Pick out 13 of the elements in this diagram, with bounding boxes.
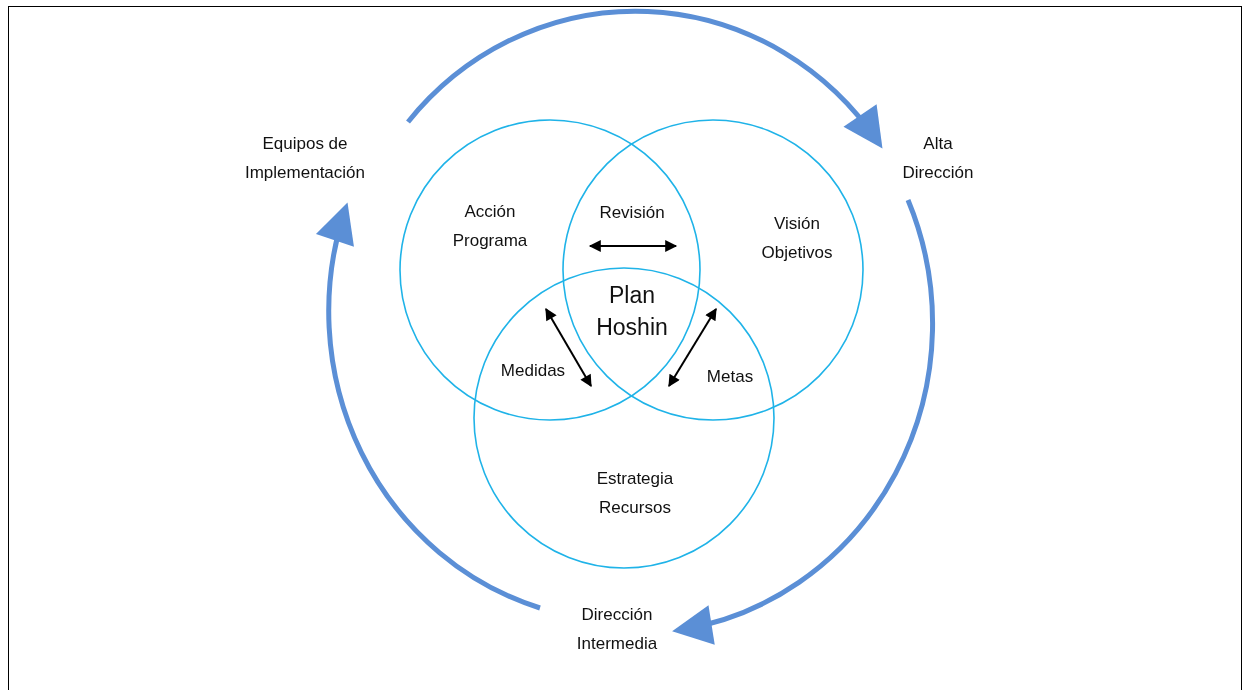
stage-label: Alta Dirección: [898, 129, 978, 187]
cycle-arrow: [406, 8, 883, 149]
circle-label: Estrategia Recursos: [595, 468, 675, 519]
region-label: Medidas: [499, 359, 567, 382]
stage-label: Dirección Intermedia: [562, 600, 672, 658]
region-label: Plan Hoshin: [595, 281, 669, 342]
cycle-arrow: [672, 199, 935, 643]
cycle-arrow: [317, 202, 541, 611]
region-label: Revisión: [598, 201, 666, 224]
stage-label: Equipos de Implementación: [225, 129, 385, 187]
region-label: Metas: [705, 365, 755, 388]
circle-label: Acción Programa: [451, 201, 529, 252]
circle-label: Visión Objetivos: [760, 213, 834, 264]
